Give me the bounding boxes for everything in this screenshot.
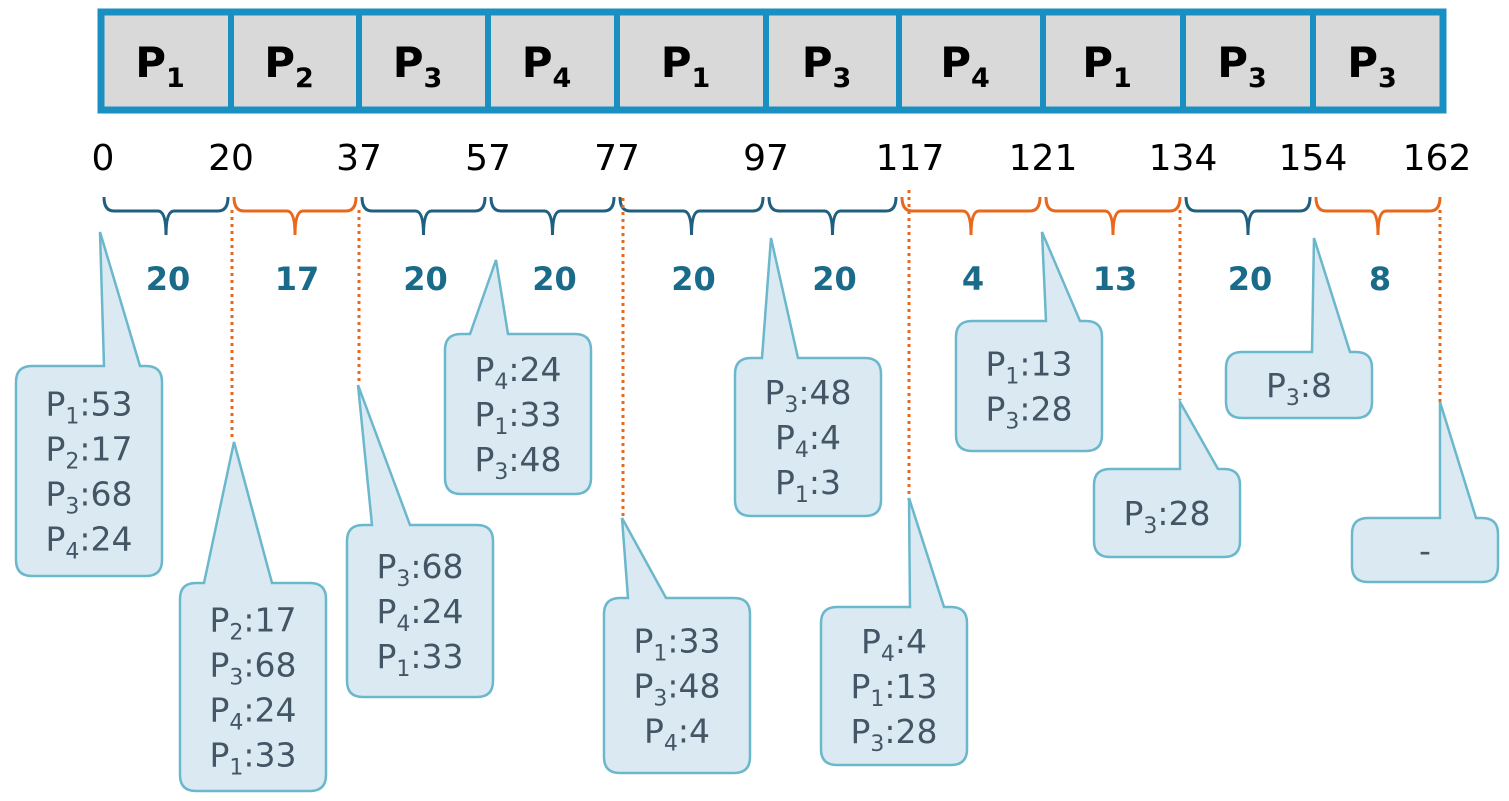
queue-entry: P3:48 (764, 373, 851, 418)
gantt-frame (97, 8, 1447, 114)
queue-entry: P3:28 (1123, 494, 1210, 539)
queue-entry: P3:28 (850, 712, 937, 757)
duration-label: 20 (812, 260, 857, 298)
queue-entry: P4:24 (209, 691, 296, 736)
duration-brace (102, 196, 230, 236)
duration-label: 20 (671, 260, 716, 298)
gantt-cell-label: P1 (1082, 38, 1132, 94)
time-tick-label: 20 (208, 138, 254, 179)
ready-queue-callout: P3:8 (1224, 237, 1374, 420)
gantt-cell-label: P3 (1217, 38, 1267, 94)
duration-label: 20 (1228, 260, 1273, 298)
callout-bubble (819, 497, 969, 767)
gantt-cell-label: P2 (264, 38, 314, 94)
queue-entry: P1:33 (474, 395, 561, 440)
queue-entry: P4:24 (376, 592, 463, 637)
gantt-cell-label: P3 (802, 38, 852, 94)
gantt-cell-label: P4 (940, 38, 990, 94)
duration-brace (618, 196, 765, 236)
gantt-cell-label: P1 (135, 38, 185, 94)
time-tick-label: 0 (92, 138, 115, 179)
duration-label: 4 (962, 260, 984, 298)
dotted-guides (230, 190, 1442, 520)
duration-label: 20 (403, 260, 448, 298)
time-tick-label: 77 (594, 138, 640, 179)
time-tick-label: 117 (876, 138, 945, 179)
duration-brace (1044, 196, 1182, 236)
time-axis: 0 20 37 57 77 97 117 121 134 154 162 (92, 138, 1472, 179)
time-tick-label: 57 (465, 138, 511, 179)
queue-entry: P3:48 (633, 667, 720, 712)
queue-entry: P1:33 (376, 637, 463, 682)
duration-label: 20 (532, 260, 577, 298)
queue-entry: P4:4 (644, 712, 710, 757)
queue-entry: P3:48 (474, 440, 561, 485)
callout-bubble (345, 384, 495, 699)
gantt-bar: P1 P2 P3 P4 P1 P3 P4 P1 P3 P3 (97, 8, 1447, 114)
callout-bubble (443, 259, 593, 496)
duration-label: 17 (275, 260, 320, 298)
time-tick-label: 154 (1279, 138, 1348, 179)
ready-queue-callout: - (1350, 401, 1500, 584)
duration-label: 20 (146, 260, 191, 298)
duration-brace (900, 196, 1042, 236)
time-tick-label: 37 (336, 138, 382, 179)
queue-entry: P3:28 (985, 390, 1072, 435)
duration-label: 8 (1369, 260, 1391, 298)
gantt-cell-label: P1 (661, 38, 711, 94)
queue-entry: P1:13 (850, 667, 937, 712)
queue-entry: P1:33 (209, 736, 296, 781)
time-tick-label: 97 (743, 138, 789, 179)
duration-label: 13 (1093, 260, 1138, 298)
ready-queue-callout: P3:28 (1092, 397, 1242, 559)
ready-queue-callouts: P1:53P2:17P3:68P4:24P2:17P3:68P4:24P1:33… (14, 231, 1500, 793)
queue-entry: P2:17 (45, 430, 132, 475)
queue-entry: P3:68 (209, 646, 296, 691)
queue-entry: P1:3 (775, 463, 841, 508)
queue-entry: P1:53 (45, 385, 132, 430)
queue-entry: P4:4 (775, 418, 841, 463)
time-tick-label: 134 (1149, 138, 1218, 179)
gantt-cell-label: P3 (1347, 38, 1397, 94)
queue-entry: P3:68 (376, 547, 463, 592)
callout-bubble (602, 517, 752, 775)
queue-entry: P1:33 (633, 622, 720, 667)
duration-braces: 20 17 20 20 20 20 4 13 20 8 (102, 196, 1442, 298)
queue-entry: - (1419, 531, 1431, 570)
queue-entry: P3:68 (45, 475, 132, 520)
callout-bubble (1350, 401, 1500, 584)
queue-entry: P1:13 (985, 345, 1072, 390)
queue-entry: P2:17 (209, 601, 296, 646)
queue-entry: P4:4 (861, 622, 927, 667)
callout-bubble (1092, 397, 1242, 559)
gantt-cell-label: P4 (522, 38, 572, 94)
queue-entry: P4:24 (474, 350, 561, 395)
callout-bubble (178, 441, 328, 793)
time-tick-label: 121 (1009, 138, 1078, 179)
callout-bubble (954, 231, 1104, 453)
callout-bubble (14, 231, 164, 578)
callout-bubble (733, 237, 883, 518)
duration-brace (1184, 196, 1312, 236)
queue-entry: P3:8 (1266, 366, 1332, 411)
time-tick-label: 162 (1403, 138, 1472, 179)
duration-brace (767, 196, 898, 236)
duration-brace (489, 196, 616, 236)
queue-entry: P4:24 (45, 520, 132, 565)
duration-brace (232, 196, 358, 236)
gantt-cell-label: P3 (393, 38, 443, 94)
duration-brace (360, 196, 487, 236)
callout-bubble (1224, 237, 1374, 420)
duration-brace (1314, 196, 1442, 236)
